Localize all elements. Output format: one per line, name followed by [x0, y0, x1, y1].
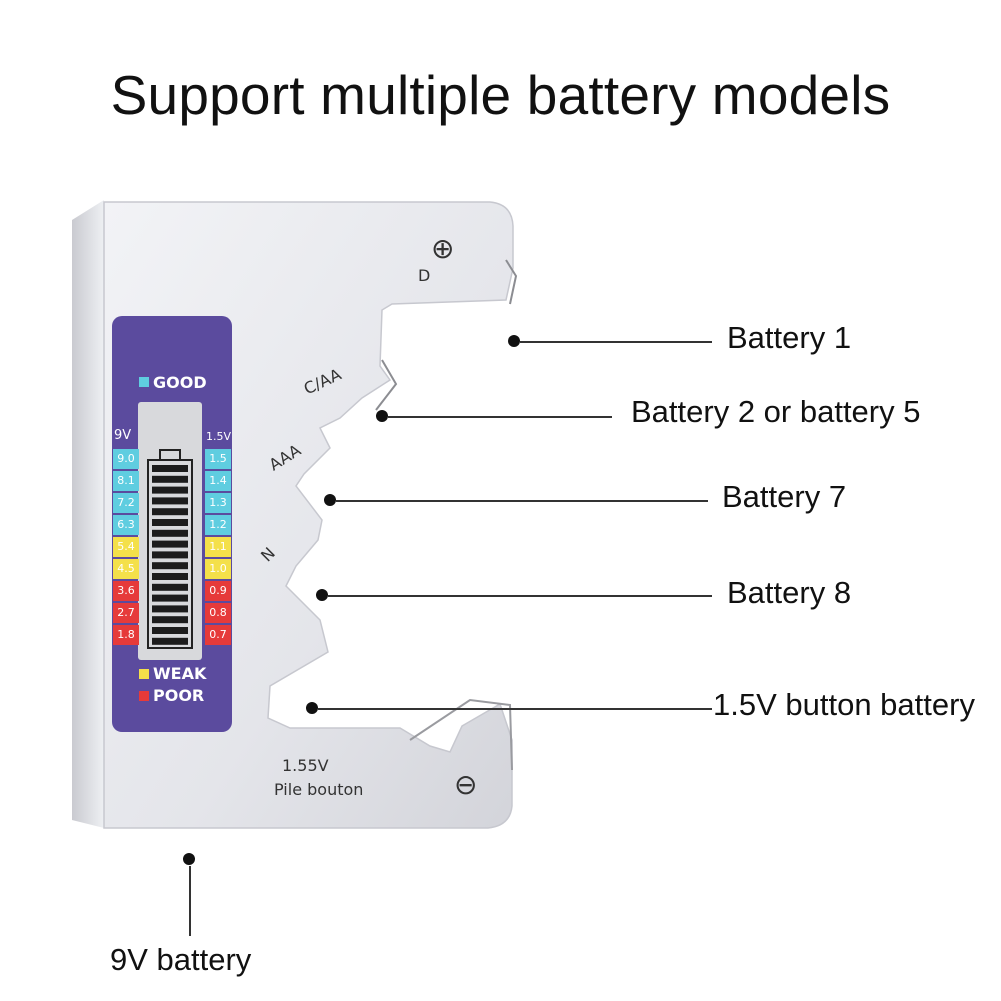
poor-label: POOR: [153, 686, 205, 705]
right-scale-cell-2: 1.3: [205, 493, 231, 513]
left-scale-cell-1: 8.1: [113, 471, 139, 491]
right-scale-cell-8: 0.7: [205, 625, 231, 645]
slot-label-button-voltage: 1.55V: [282, 756, 329, 775]
good-indicator: [139, 377, 149, 387]
callout-dot-battery-7: [324, 494, 336, 506]
callout-dot-9v: [183, 853, 195, 865]
slot-label-d: D: [418, 266, 431, 285]
left-scale-cell-2: 7.2: [113, 493, 139, 513]
poor-indicator: [139, 691, 149, 701]
good-label: GOOD: [153, 373, 207, 392]
left-scale-cell-3: 6.3: [113, 515, 139, 535]
lcd-bar-segment: [152, 519, 188, 526]
callout-battery-7: Battery 7: [722, 479, 847, 514]
weak-indicator: [139, 669, 149, 679]
slot-label-button-name: Pile bouton: [274, 780, 364, 799]
right-scale-cell-1: 1.4: [205, 471, 231, 491]
right-scale-cell-0: 1.5: [205, 449, 231, 469]
right-scale-cell-3: 1.2: [205, 515, 231, 535]
headline: Support multiple battery models: [110, 64, 891, 126]
callout-line-battery-2-5: [388, 416, 612, 418]
left-scale-cell-6: 3.6: [113, 581, 139, 601]
lcd-bar-segment: [152, 616, 188, 624]
callout-dot-battery-1: [508, 335, 520, 347]
positive-terminal-symbol: ⊕: [431, 232, 455, 265]
lcd-bar-segment: [152, 465, 188, 472]
negative-terminal-symbol: ⊖: [454, 768, 478, 801]
right-scale-header: 1.5V: [206, 430, 232, 443]
left-scale-cell-4: 5.4: [113, 537, 139, 557]
lcd-bar-segment: [152, 497, 188, 505]
lcd-bar-segment: [152, 508, 188, 516]
callout-line-battery-1: [520, 341, 712, 343]
callout-battery-8: Battery 8: [727, 575, 852, 610]
lcd-bar-segment: [152, 529, 188, 537]
contact-wire: [375, 359, 398, 411]
weak-label: WEAK: [153, 664, 207, 683]
right-scale-cell-7: 0.8: [205, 603, 231, 623]
lcd-bar-segment: [152, 486, 188, 494]
left-scale-cell-8: 1.8: [113, 625, 139, 645]
right-scale-cell-4: 1.1: [205, 537, 231, 557]
left-scale-header: 9V: [114, 428, 132, 443]
callout-battery-2-5: Battery 2 or battery 5: [631, 394, 921, 429]
callout-dot-battery-8: [316, 589, 328, 601]
lcd-bar-segment: [152, 540, 188, 548]
callout-line-battery-7: [336, 500, 708, 502]
contact-wire: [505, 259, 518, 305]
callout-dot-button: [306, 702, 318, 714]
callout-9v-battery: 9V battery: [110, 942, 252, 977]
lcd-bar-segment: [152, 627, 188, 634]
callout-battery-1: Battery 1: [727, 320, 852, 355]
lcd-bar-segment: [152, 605, 188, 613]
lcd-bar-segment: [152, 637, 188, 645]
right-scale-cell-5: 1.0: [205, 559, 231, 579]
lcd-bar-segment: [152, 562, 188, 570]
device-side: [72, 200, 104, 828]
lcd-bar-segment: [152, 551, 188, 559]
callout-line-button: [318, 708, 712, 710]
lcd-bar-segment: [152, 583, 188, 591]
callout-line-battery-8: [328, 595, 712, 597]
lcd-bar-segment: [152, 573, 188, 580]
contact-wire: [409, 698, 513, 771]
left-scale-cell-0: 9.0: [113, 449, 139, 469]
callout-dot-battery-2-5: [376, 410, 388, 422]
left-scale-cell-5: 4.5: [113, 559, 139, 579]
callout-button-battery: 1.5V button battery: [713, 687, 975, 722]
left-scale-cell-7: 2.7: [113, 603, 139, 623]
lcd-bar-segment: [152, 594, 188, 602]
right-scale-cell-6: 0.9: [205, 581, 231, 601]
lcd-bar-segment: [152, 475, 188, 483]
callout-line-9v: [189, 866, 191, 936]
